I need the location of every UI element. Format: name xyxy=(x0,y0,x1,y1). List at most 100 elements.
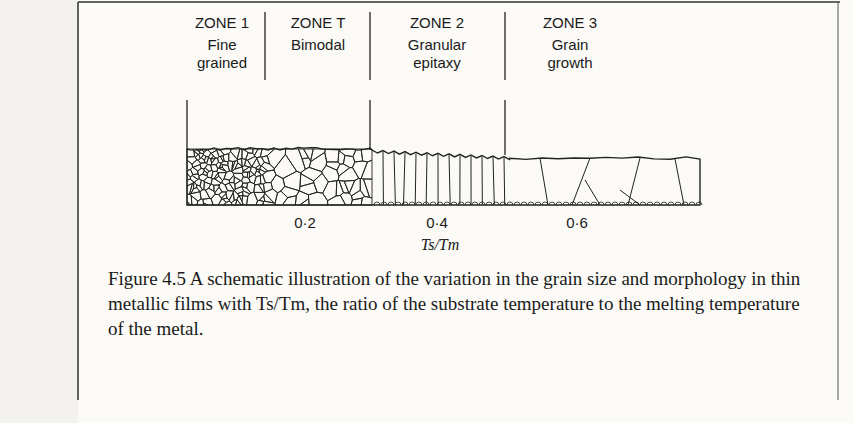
substrate-nucleus xyxy=(619,202,625,205)
zone-name: ZONE T xyxy=(278,14,358,32)
frame-top xyxy=(78,1,840,3)
grain-cell xyxy=(349,178,360,196)
substrate-nucleus xyxy=(598,202,604,205)
grain-cell xyxy=(253,149,258,155)
substrate-nucleus xyxy=(542,202,548,205)
grain-cell xyxy=(214,185,219,193)
substrate-nucleus xyxy=(416,202,422,205)
grain-cell xyxy=(271,175,285,193)
grain-cell xyxy=(215,187,222,194)
grain-cell xyxy=(340,193,352,205)
frame-left xyxy=(77,2,79,400)
substrate-nucleus xyxy=(591,202,597,205)
zone-dividers xyxy=(187,12,505,155)
substrate-nucleus xyxy=(528,202,534,205)
columnar-grain xyxy=(459,155,460,205)
columnar-grain xyxy=(471,156,472,205)
substrate-nucleus xyxy=(549,202,555,205)
substrate-nucleus xyxy=(556,202,562,205)
substrate-nucleus xyxy=(507,202,513,205)
zone-description: Bimodal xyxy=(273,36,363,54)
substrate-nucleus xyxy=(381,202,387,205)
substrate-nucleus xyxy=(661,202,667,205)
grain-cell xyxy=(231,200,237,205)
columnar-grain xyxy=(449,155,450,205)
grain-cell xyxy=(200,180,204,190)
film-outline xyxy=(187,148,700,205)
substrate-nucleus xyxy=(584,202,590,205)
axis-label: Ts/Tm xyxy=(400,236,480,254)
substrate-nucleus xyxy=(563,202,569,205)
zone-name: ZONE 3 xyxy=(530,14,610,32)
grain-cell xyxy=(211,159,216,163)
substrate-nucleus xyxy=(388,202,394,205)
columnar-grain xyxy=(438,154,439,205)
grain-cell xyxy=(222,165,229,173)
substrate-nucleus xyxy=(493,202,499,205)
grain-cell xyxy=(232,160,238,171)
grain-cell xyxy=(247,156,256,166)
grain-cell xyxy=(257,157,265,166)
grain-cell xyxy=(234,177,241,184)
grain-cell xyxy=(191,167,199,174)
zone-description: Fine grained xyxy=(190,36,254,72)
grain-cell xyxy=(299,183,317,195)
grain-cell xyxy=(285,149,305,173)
substrate-nucleus xyxy=(451,202,457,205)
grain-cell xyxy=(254,192,265,200)
grain-cell xyxy=(322,165,339,181)
substrate-nucleus xyxy=(430,202,436,205)
grain-cell xyxy=(229,151,238,161)
substrate-nucleus xyxy=(696,202,702,205)
columnar-grain xyxy=(383,152,384,205)
tick-label: 0·6 xyxy=(552,214,602,232)
grain-cell xyxy=(314,173,329,193)
grain-cell xyxy=(232,161,235,170)
grain-cell xyxy=(242,196,248,205)
substrate-nucleus xyxy=(633,202,639,205)
zone-name: ZONE 2 xyxy=(397,14,477,32)
grain-cell xyxy=(219,192,227,198)
large-grain xyxy=(585,180,600,205)
grain-cell xyxy=(192,160,200,167)
substrate-nucleus xyxy=(668,202,674,205)
substrate-nucleus xyxy=(514,202,520,205)
columnar-grain xyxy=(394,152,395,205)
columnar-grain xyxy=(415,153,417,205)
columnar-grain xyxy=(493,157,494,205)
grain-cell xyxy=(295,191,308,205)
grain-cell xyxy=(235,163,242,169)
grain-cell xyxy=(223,198,230,202)
grain-cell xyxy=(218,199,226,205)
zone-description: Granular epitaxy xyxy=(401,36,473,72)
grain-cell xyxy=(256,169,259,172)
substrate-nucleus xyxy=(654,202,660,205)
substrate-nucleus xyxy=(612,202,618,205)
grain-cell xyxy=(204,157,208,164)
grain-cell xyxy=(191,188,200,194)
figure-caption: Figure 4.5 A schematic illustration of t… xyxy=(108,266,820,341)
grain-cell xyxy=(344,180,355,193)
frame-right xyxy=(838,2,839,400)
substrate-nucleus xyxy=(500,202,506,205)
grain-illustration xyxy=(187,148,702,205)
substrate-nucleus xyxy=(395,202,401,205)
grain-cell xyxy=(200,190,210,200)
substrate-nucleus xyxy=(570,202,576,205)
substrate-nucleus xyxy=(640,202,646,205)
grain-cell xyxy=(187,157,197,164)
grain-cell xyxy=(353,161,368,179)
grain-cell xyxy=(361,160,372,179)
grain-cell xyxy=(339,181,349,194)
zone-description: Grain growth xyxy=(540,36,600,72)
substrate-nucleus xyxy=(423,202,429,205)
zone-name: ZONE 1 xyxy=(182,14,262,32)
page-ground xyxy=(78,0,853,423)
grain-cell xyxy=(343,155,354,167)
substrate-nucleus xyxy=(402,202,408,205)
grain-cell xyxy=(247,192,258,205)
grain-cell xyxy=(218,156,224,163)
large-grain xyxy=(572,158,590,205)
substrate-nucleus xyxy=(458,202,464,205)
substrate-nucleus xyxy=(465,202,471,205)
